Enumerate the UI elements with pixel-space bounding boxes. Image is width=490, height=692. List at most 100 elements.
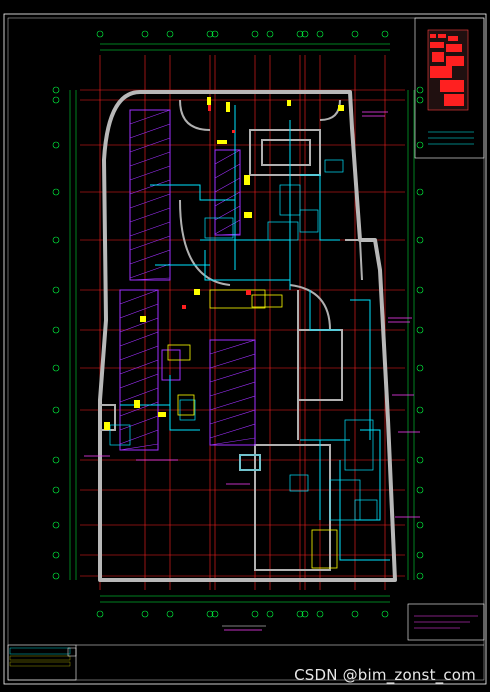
hvac-duct-fittings bbox=[109, 159, 378, 521]
grid-bubble bbox=[296, 30, 304, 38]
hatch-line bbox=[129, 221, 171, 237]
hatch-line bbox=[129, 263, 171, 279]
hatch-line bbox=[209, 353, 256, 369]
grid-bubble bbox=[52, 456, 60, 464]
hatch-line bbox=[119, 317, 159, 333]
hatch-line bbox=[209, 381, 256, 397]
parking-bay-hatching bbox=[119, 109, 256, 451]
grid-bubble bbox=[52, 551, 60, 559]
grid-bubble bbox=[52, 486, 60, 494]
fire-equipment-markers bbox=[182, 105, 251, 309]
hatch-line bbox=[129, 123, 171, 139]
grid-bubble bbox=[416, 236, 424, 244]
keyplan-thumbnail bbox=[414, 17, 485, 159]
building-outline bbox=[98, 90, 397, 582]
grid-lines-vertical bbox=[99, 55, 386, 590]
hatch-line bbox=[209, 339, 256, 355]
grid-bubble bbox=[266, 30, 274, 38]
grid-bubble bbox=[416, 456, 424, 464]
grid-bubble bbox=[251, 610, 259, 618]
hatch-line bbox=[129, 193, 171, 209]
grid-bubble bbox=[351, 30, 359, 38]
grid-bubble bbox=[416, 551, 424, 559]
grid-bubble bbox=[166, 610, 174, 618]
hatch-line bbox=[119, 415, 159, 431]
hatch-line bbox=[119, 303, 159, 319]
grid-bubble bbox=[296, 610, 304, 618]
hatch-line bbox=[214, 163, 241, 179]
hatch-line bbox=[119, 401, 159, 417]
grid-bubble bbox=[416, 364, 424, 372]
grid-bubble bbox=[166, 30, 174, 38]
hatch-line bbox=[209, 423, 256, 439]
grid-bubble bbox=[301, 610, 309, 618]
grid-bubble bbox=[206, 610, 214, 618]
grid-bubble bbox=[211, 610, 219, 618]
grid-bubble bbox=[416, 406, 424, 414]
grid-bubble bbox=[301, 30, 309, 38]
grid-bubble bbox=[52, 141, 60, 149]
hatch-line bbox=[119, 373, 159, 389]
hatch-line bbox=[129, 151, 171, 167]
grid-bubble bbox=[416, 286, 424, 294]
hatch-line bbox=[214, 191, 241, 207]
hatch-line bbox=[129, 207, 171, 223]
grid-bubble bbox=[351, 610, 359, 618]
grid-axis-bubbles bbox=[52, 30, 424, 618]
hatch-line bbox=[119, 289, 159, 305]
hatch-line bbox=[214, 177, 241, 193]
grid-bubble bbox=[211, 30, 219, 38]
parking-bays bbox=[119, 109, 256, 451]
grid-bubble bbox=[96, 610, 104, 618]
grid-bubble bbox=[416, 141, 424, 149]
hatch-line bbox=[209, 409, 256, 425]
grid-bubble bbox=[416, 326, 424, 334]
grid-bubble bbox=[52, 364, 60, 372]
hatch-line bbox=[119, 345, 159, 361]
grid-bubble bbox=[416, 86, 424, 94]
grid-bubble bbox=[416, 521, 424, 529]
grid-bubble bbox=[416, 96, 424, 104]
grid-bubble bbox=[96, 30, 104, 38]
hatch-line bbox=[129, 249, 171, 265]
hatch-line bbox=[129, 165, 171, 181]
grid-bubble bbox=[266, 610, 274, 618]
grid-bubble bbox=[52, 326, 60, 334]
hatch-line bbox=[129, 179, 171, 195]
grid-bubble bbox=[251, 30, 259, 38]
hatch-line bbox=[214, 219, 241, 235]
grid-bubble bbox=[416, 188, 424, 196]
hatch-line bbox=[129, 137, 171, 153]
grid-bubble bbox=[52, 236, 60, 244]
equipment-outlines bbox=[167, 289, 338, 569]
grid-bubble bbox=[52, 286, 60, 294]
north-symbol bbox=[67, 647, 77, 657]
grid-bubble bbox=[381, 30, 389, 38]
hatch-line bbox=[119, 359, 159, 375]
watermark-text: CSDN @bim_zonst_com bbox=[294, 666, 476, 684]
interior-walls bbox=[100, 99, 363, 571]
hatch-line bbox=[214, 149, 241, 165]
hatch-line bbox=[119, 331, 159, 347]
grid-bubble bbox=[416, 572, 424, 580]
hatch-line bbox=[119, 429, 159, 445]
hatch-line bbox=[129, 235, 171, 251]
hatch-line bbox=[129, 277, 171, 281]
grid-bubble bbox=[52, 86, 60, 94]
annotation-marks bbox=[84, 111, 420, 631]
grid-bubble bbox=[52, 188, 60, 196]
hatch-line bbox=[214, 233, 241, 236]
drawing-notes-box bbox=[407, 603, 485, 641]
grid-bubble bbox=[52, 96, 60, 104]
grid-bubble bbox=[316, 30, 324, 38]
dimension-lines bbox=[69, 43, 415, 603]
grid-bubble bbox=[316, 610, 324, 618]
grid-bubble bbox=[206, 30, 214, 38]
hatch-line bbox=[209, 437, 256, 446]
hatch-line bbox=[119, 443, 159, 451]
sheet-inner-border bbox=[7, 17, 485, 681]
grid-bubble bbox=[52, 406, 60, 414]
hatch-line bbox=[119, 387, 159, 403]
grid-bubble bbox=[141, 30, 149, 38]
